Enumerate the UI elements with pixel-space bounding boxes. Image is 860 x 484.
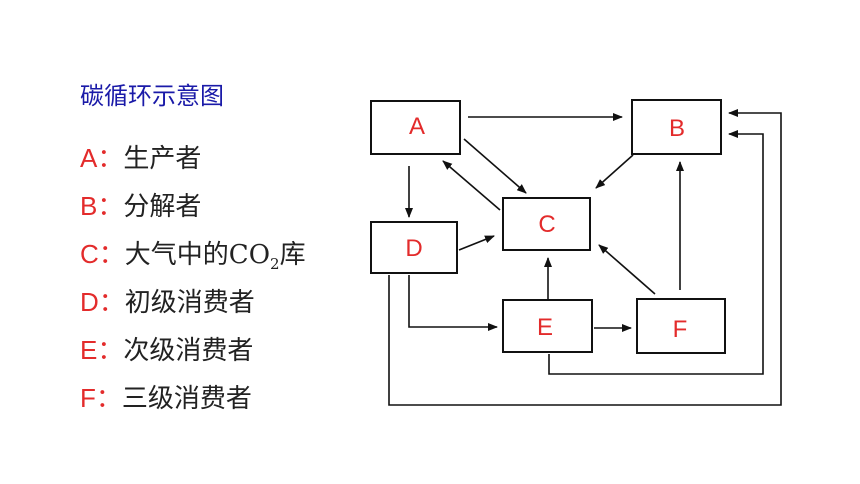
node-a: A <box>370 100 461 155</box>
legend-item-e: E：次级消费者 <box>80 330 306 378</box>
legend-key: D <box>80 287 99 317</box>
node-d: D <box>370 221 458 274</box>
legend-key: E <box>80 335 98 365</box>
legend-item-f: F：三级消费者 <box>80 378 306 426</box>
legend-item-a: A：生产者 <box>80 138 306 186</box>
legend-desc: 初级消费者 <box>124 288 255 318</box>
edge-d-to-e <box>408 275 498 331</box>
edge-d-to-c <box>458 235 495 251</box>
legend-subscript: 2 <box>270 255 280 274</box>
legend-separator: ： <box>97 144 124 174</box>
node-b: B <box>631 99 722 155</box>
legend-desc: 分解者 <box>123 192 202 222</box>
legend-separator: ： <box>97 192 124 222</box>
node-label-b: B <box>669 115 685 142</box>
legend-desc: 生产者 <box>123 144 202 174</box>
edge-e-to-b <box>548 130 764 375</box>
legend-desc: 大气中的CO <box>124 240 271 270</box>
legend-item-c: C：大气中的CO2库 <box>80 234 306 282</box>
legend-key: A <box>80 143 98 173</box>
diagram-title: 碳循环示意图 <box>80 82 224 110</box>
node-label-c: C <box>538 211 555 238</box>
legend-key: B <box>80 191 98 221</box>
node-e: E <box>502 299 593 353</box>
legend-desc: 次级消费者 <box>123 336 254 366</box>
node-c: C <box>502 197 591 251</box>
edge-a-to-c <box>463 138 527 194</box>
legend-item-d: D：初级消费者 <box>80 282 306 330</box>
legend-desc: 三级消费者 <box>121 384 252 414</box>
edge-c-to-a <box>442 160 501 211</box>
legend-desc-suffix: 库 <box>279 240 306 270</box>
legend-separator: ： <box>95 384 122 414</box>
legend-separator: ： <box>97 336 124 366</box>
legend: A：生产者 B：分解者 C：大气中的CO2库 D：初级消费者 E：次级消费者 F… <box>80 138 306 426</box>
edge-d-to-b <box>388 109 782 406</box>
legend-separator: ： <box>98 240 125 270</box>
node-label-f: F <box>673 316 688 343</box>
legend-separator: ： <box>98 288 125 318</box>
node-label-a: A <box>409 113 425 140</box>
node-label-d: D <box>405 235 422 262</box>
legend-key: F <box>80 383 96 413</box>
legend-item-b: B：分解者 <box>80 186 306 234</box>
node-label-e: E <box>537 314 553 341</box>
edge-b-to-c <box>595 154 634 189</box>
edge-f-to-c <box>598 244 656 295</box>
legend-key: C <box>80 239 99 269</box>
node-f: F <box>636 298 726 354</box>
edges <box>388 109 782 406</box>
